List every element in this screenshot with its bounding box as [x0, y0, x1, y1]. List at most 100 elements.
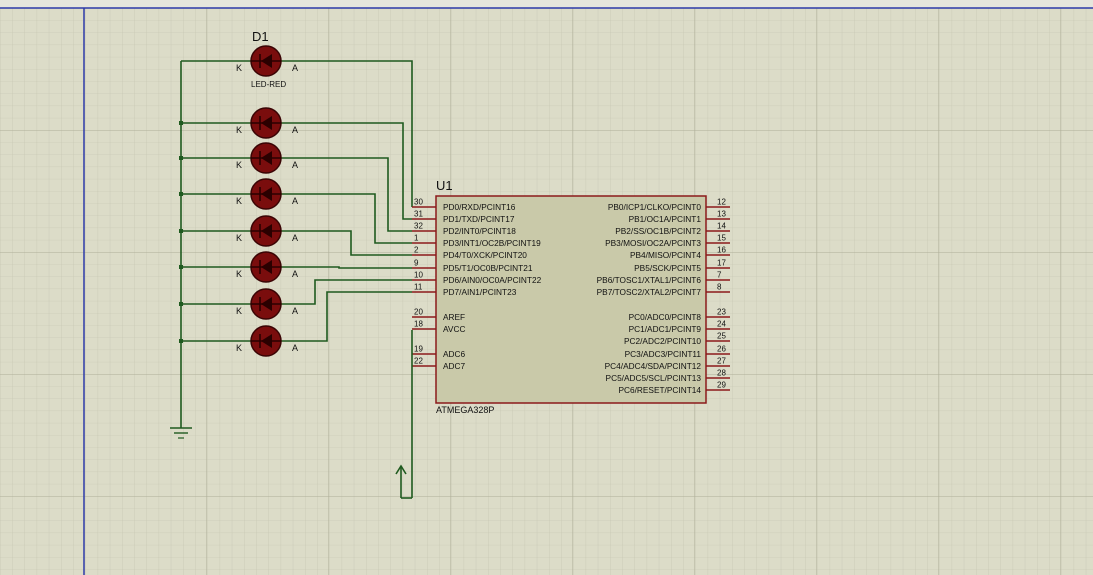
mcu-pin-name: PB2/SS/OC1B/PCINT2	[615, 226, 701, 236]
mcu-pin-name: PC5/ADC5/SCL/PCINT13	[606, 373, 702, 383]
mcu-pin-name: PC4/ADC4/SDA/PCINT12	[605, 361, 702, 371]
mcu-pin-number: 16	[717, 246, 726, 255]
anode-label: A	[292, 196, 298, 206]
mcu-pin-number: 11	[414, 283, 423, 292]
mcu-pin-name: PC1/ADC1/PCINT9	[629, 324, 702, 334]
anode-wire	[280, 279, 412, 305]
mcu-pin-name: PD2/INT0/PCINT18	[443, 226, 516, 236]
mcu-pin-number: 32	[414, 222, 423, 231]
anode-wire	[280, 266, 412, 269]
cathode-label: K	[236, 196, 242, 206]
cathode-label: K	[236, 125, 242, 135]
diode-triangle-icon	[261, 334, 272, 348]
mcu-pin-number: 29	[717, 381, 726, 390]
mcu-pin-number: 20	[414, 308, 423, 317]
mcu-pin-number: 2	[414, 246, 419, 255]
mcu-pin-name: ADC6	[443, 349, 466, 359]
junction-dot	[179, 339, 183, 343]
anode-wire	[280, 291, 412, 342]
mcu-pin-number: 9	[414, 259, 419, 268]
power-terminal-symbol	[395, 330, 413, 499]
led-ref-label: D1	[252, 29, 269, 44]
mcu-pin-number: 25	[717, 332, 726, 341]
diode-triangle-icon	[261, 224, 272, 238]
anode-label: A	[292, 343, 298, 353]
mcu-pin-number: 8	[717, 283, 722, 292]
cathode-label: K	[236, 306, 242, 316]
cathode-label: K	[236, 343, 242, 353]
junction-dot	[179, 156, 183, 160]
mcu-pin-name: PD6/AIN0/OC0A/PCINT22	[443, 275, 542, 285]
anode-wire	[280, 122, 412, 220]
mcu-pin-number: 14	[717, 222, 726, 231]
mcu-pin-number: 17	[717, 259, 726, 268]
anode-label: A	[292, 269, 298, 279]
mcu-pin-number: 12	[717, 198, 726, 207]
cathode-label: K	[236, 160, 242, 170]
anode-label: A	[292, 160, 298, 170]
junction-dot	[179, 265, 183, 269]
anode-label: A	[292, 233, 298, 243]
diode-triangle-icon	[261, 187, 272, 201]
mcu-pin-name: PB7/TOSC2/XTAL2/PCINT7	[597, 287, 702, 297]
mcu-pin-number: 30	[414, 198, 423, 207]
anode-wire	[280, 60, 413, 207]
mcu-pin-name: PB4/MISO/PCINT4	[630, 250, 701, 260]
mcu-pin-number: 13	[717, 210, 726, 219]
mcu-pin-name: PD3/INT1/OC2B/PCINT19	[443, 238, 541, 248]
anode-wire	[280, 157, 412, 232]
mcu-pin-number: 27	[717, 357, 726, 366]
mcu-pin-name: ADC7	[443, 361, 466, 371]
mcu-pin-number: 26	[717, 345, 726, 354]
mcu-pin-name: AREF	[443, 312, 465, 322]
mcu-pin-name: PB1/OC1A/PCINT1	[629, 214, 702, 224]
mcu-pin-name: PC0/ADC0/PCINT8	[629, 312, 702, 322]
mcu-pin-name: PD1/TXD/PCINT17	[443, 214, 515, 224]
wires	[179, 60, 413, 410]
anode-label: A	[292, 306, 298, 316]
anode-wire	[280, 193, 412, 244]
anode-label: A	[292, 63, 298, 73]
ground-symbol	[170, 410, 192, 439]
mcu-pin-name: PD5/T1/OC0B/PCINT21	[443, 263, 533, 273]
junction-dot	[179, 302, 183, 306]
diode-triangle-icon	[261, 54, 272, 68]
junction-dot	[179, 229, 183, 233]
diode-triangle-icon	[261, 260, 272, 274]
mcu-pin-name: PB6/TOSC1/XTAL1/PCINT6	[597, 275, 702, 285]
mcu-pin-name: PC2/ADC2/PCINT10	[624, 336, 701, 346]
mcu-pin-name: PD0/RXD/PCINT16	[443, 202, 516, 212]
led-value-label: LED-RED	[251, 80, 286, 89]
top-bar	[0, 0, 1093, 8]
mcu-ref-label: U1	[436, 178, 453, 193]
diode-triangle-icon	[261, 297, 272, 311]
mcu-pin-name: PB0/ICP1/CLKO/PCINT0	[608, 202, 702, 212]
mcu-pin-name: PC6/RESET/PCINT14	[618, 385, 701, 395]
mcu-pin-number: 1	[414, 234, 419, 243]
mcu-pin-number: 18	[414, 320, 423, 329]
diode-triangle-icon	[261, 116, 272, 130]
mcu-pin-number: 24	[717, 320, 726, 329]
cathode-label: K	[236, 63, 242, 73]
junction-dot	[179, 121, 183, 125]
mcu-pin-number: 23	[717, 308, 726, 317]
junction-dot	[179, 192, 183, 196]
mcu-pin-name: PD7/AIN1/PCINT23	[443, 287, 517, 297]
mcu-part-label: ATMEGA328P	[436, 405, 494, 415]
mcu-body[interactable]	[435, 195, 707, 404]
cathode-label: K	[236, 269, 242, 279]
cathode-label: K	[236, 233, 242, 243]
anode-wire	[280, 230, 412, 256]
mcu-pin-name: AVCC	[443, 324, 465, 334]
mcu-pin-number: 28	[717, 369, 726, 378]
